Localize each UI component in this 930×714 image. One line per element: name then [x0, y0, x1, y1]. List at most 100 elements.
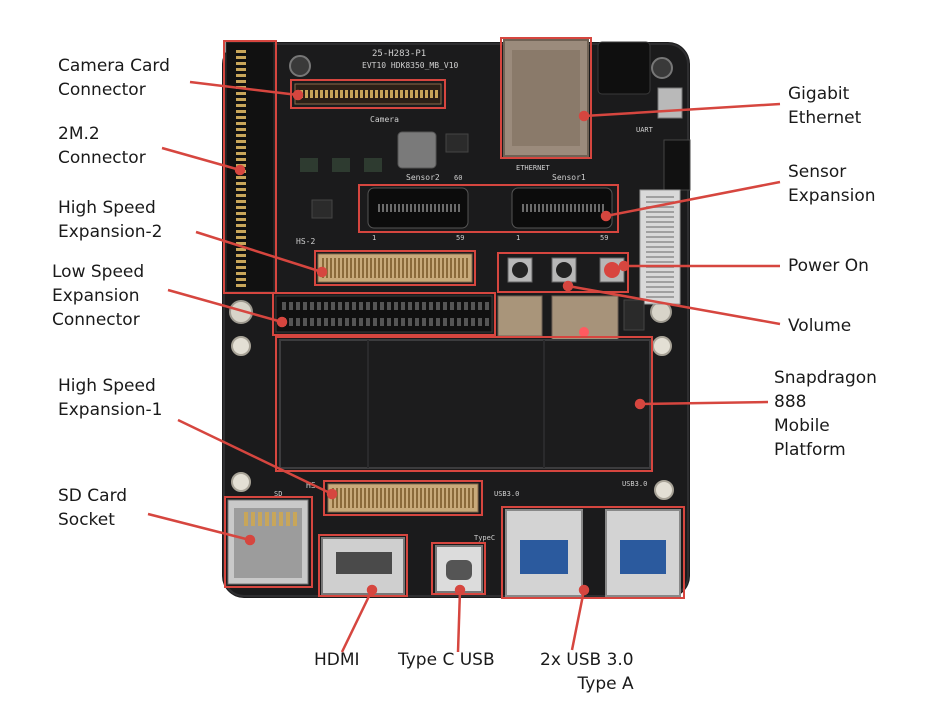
silk-hs1: HS [306, 481, 316, 490]
led-indicator [579, 327, 589, 337]
m2-pin [236, 260, 246, 263]
low-speed-pin [464, 318, 468, 326]
low-speed-pin [485, 318, 489, 326]
leader-hs1-dot [326, 488, 338, 500]
m2-pin [236, 212, 246, 215]
camera-pin [330, 90, 333, 98]
hs2-pin [350, 258, 352, 278]
inductor [397, 131, 437, 169]
sd-pin [279, 512, 283, 526]
leader-sd [147, 512, 251, 542]
hs1-pin [380, 488, 382, 508]
small-ic-3 [364, 158, 382, 172]
hs2-pin [342, 258, 344, 278]
small-ic-4 [311, 199, 333, 219]
m2-pin [236, 68, 246, 71]
hs1-pin [340, 488, 342, 508]
ribbon-pin [646, 201, 674, 203]
low-speed-pin [310, 318, 314, 326]
m2-pin [236, 248, 246, 251]
hs2-pin [366, 258, 368, 278]
typec-port [435, 545, 483, 593]
m2-pin [236, 134, 246, 137]
sensor-pin [562, 204, 564, 212]
sensor-pin [530, 204, 532, 212]
hs1-pin [444, 488, 446, 508]
standoff-left-2 [231, 336, 251, 356]
ribbon-pin [646, 216, 674, 218]
sensor-pin [414, 204, 416, 212]
low-speed-pin [429, 318, 433, 326]
hs1-pin [384, 488, 386, 508]
sensor-pin [566, 204, 568, 212]
leader-sd-dot [244, 534, 256, 546]
dc-jack [597, 41, 651, 95]
hs2-pin [458, 258, 460, 278]
label-m2-line2: Connector [58, 148, 146, 168]
m2-pin [236, 224, 246, 227]
hs2-pin [410, 258, 412, 278]
hs1-pin [468, 488, 470, 508]
low-speed-pin [436, 302, 440, 310]
label-gigabit-line2: Ethernet [788, 108, 862, 128]
low-speed-pin [296, 302, 300, 310]
hs1-pin [416, 488, 418, 508]
hs1-pin [472, 488, 474, 508]
small-ic-2 [332, 158, 350, 172]
camera-pin [370, 90, 373, 98]
label-power-on-line1: Power On [788, 256, 869, 276]
camera-pin [335, 90, 338, 98]
m2-pin [236, 254, 246, 257]
hs2-pin [338, 258, 340, 278]
low-speed-pin [303, 302, 307, 310]
label-hs2-line2: Expansion-2 [58, 222, 163, 242]
camera-pin [410, 90, 413, 98]
sensor-pin [534, 204, 536, 212]
camera-pin [375, 90, 378, 98]
silk-pin60: 60 [454, 174, 462, 182]
label-hdmi: HDMI [314, 648, 360, 672]
label-gigabit-line1: Gigabit [788, 84, 850, 104]
label-hs1: High Speed Expansion-1 [58, 374, 163, 422]
low-speed-pin [394, 318, 398, 326]
hs2-pin [398, 258, 400, 278]
hs1-pin [404, 488, 406, 508]
hs2-pin [390, 258, 392, 278]
sensor-pin [378, 204, 380, 212]
camera-pin [350, 90, 353, 98]
camera-pin [405, 90, 408, 98]
hs1-pin [372, 488, 374, 508]
m2-pin [236, 62, 246, 65]
callout-box-low-speed [272, 292, 496, 336]
ribbon-pin [646, 286, 674, 288]
camera-pin [380, 90, 383, 98]
hs1-pin [392, 488, 394, 508]
label-hs1-line1: High Speed [58, 376, 156, 396]
m2-pin [236, 200, 246, 203]
sensor-pin [526, 204, 528, 212]
sensor-pin [550, 204, 552, 212]
low-speed-pin [303, 318, 307, 326]
silk-hs2: HS-2 [296, 237, 315, 246]
m2-pin [236, 278, 246, 281]
low-speed-pin [282, 302, 286, 310]
low-speed-pin [401, 318, 405, 326]
hs2-pin [382, 258, 384, 278]
m2-pin [236, 206, 246, 209]
camera-pin [320, 90, 323, 98]
camera-pin [315, 90, 318, 98]
camera-pin [435, 90, 438, 98]
ribbon-pin [646, 261, 674, 263]
ribbon-pin [646, 221, 674, 223]
leader-gigabit [583, 102, 781, 118]
sd-pin [244, 512, 248, 526]
low-speed-pin [338, 302, 342, 310]
leader-low-speed [167, 288, 283, 324]
hs2-pin [422, 258, 424, 278]
label-type-c-line1: Type C USB [398, 650, 495, 670]
sensor-pin [542, 204, 544, 212]
sensor-pin [410, 204, 412, 212]
camera-pin [415, 90, 418, 98]
silk-sensor1: Sensor1 [552, 173, 586, 182]
sensor-pin [434, 204, 436, 212]
